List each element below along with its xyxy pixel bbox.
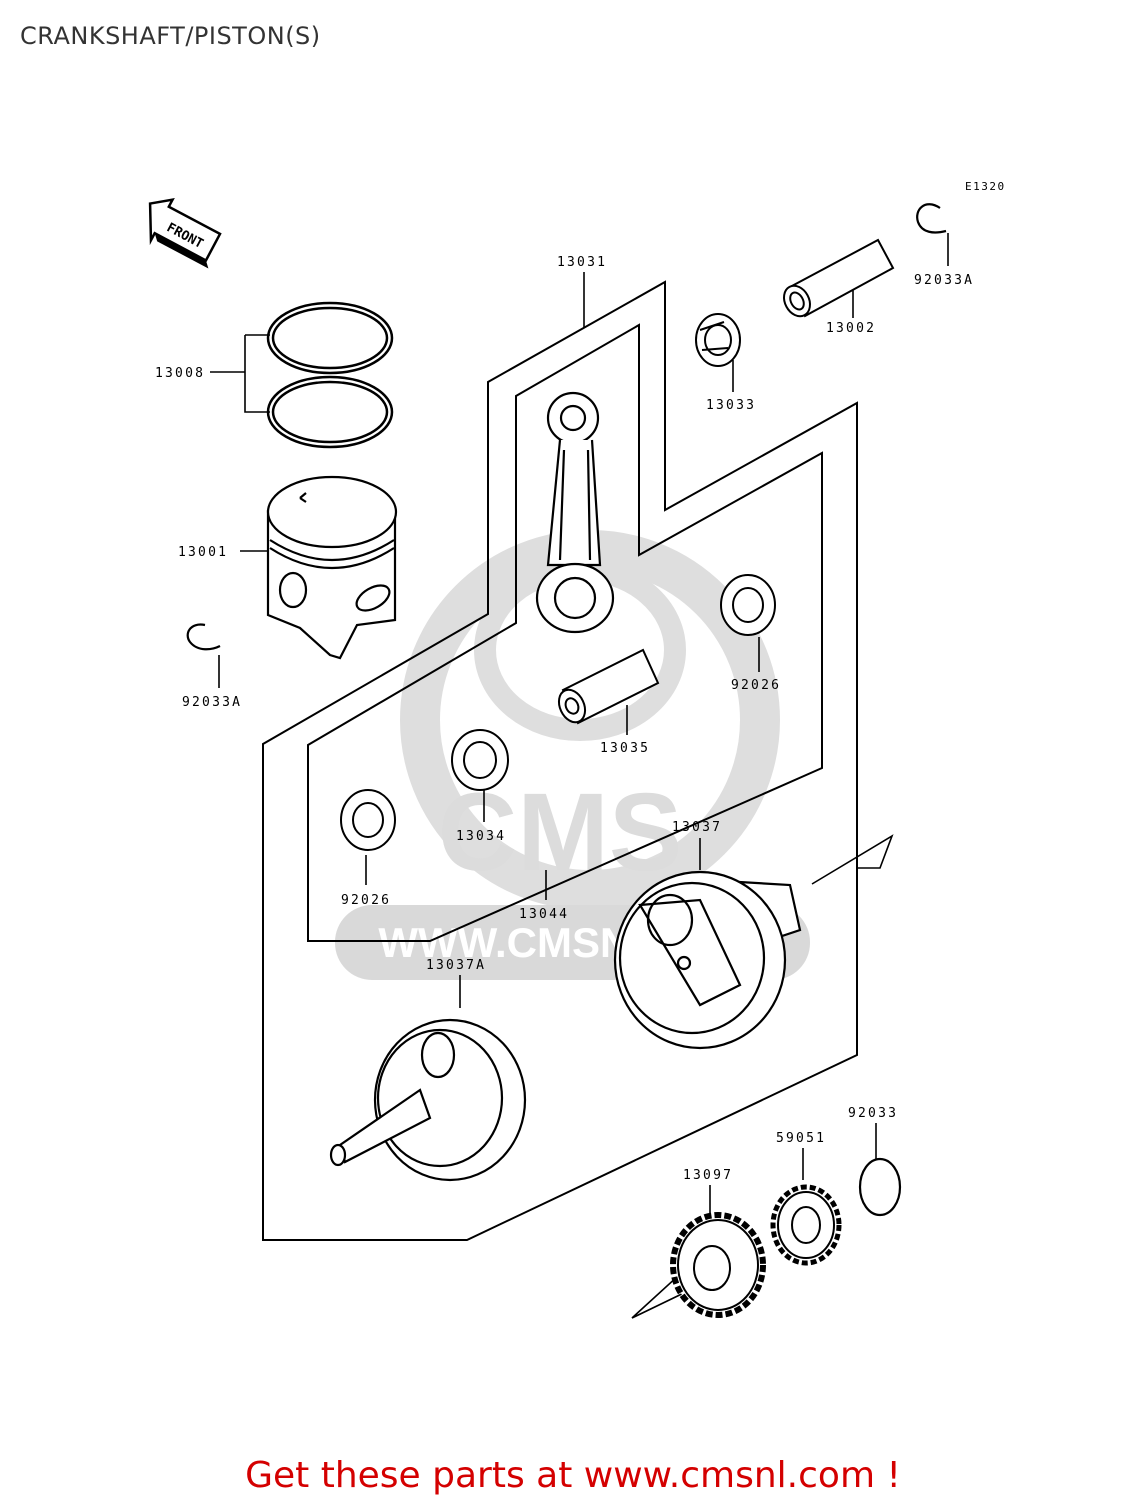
crankshaft-right-icon — [613, 870, 802, 1050]
part-label-92026-right: 92026 — [731, 678, 781, 693]
part-label-92033a-top: 92033A — [914, 273, 974, 288]
part-label-13097: 13097 — [683, 1168, 733, 1183]
crank-pin-icon — [557, 648, 660, 725]
part-label-13002: 13002 — [826, 321, 876, 336]
part-label-13035: 13035 — [600, 741, 650, 756]
part-label-92033: 92033 — [848, 1106, 898, 1121]
connecting-rod-icon — [535, 391, 615, 634]
leader-lines — [210, 233, 949, 1319]
circlip-icon — [186, 623, 221, 651]
piston-pin-icon — [783, 238, 895, 318]
part-label-13044: 13044 — [519, 907, 569, 922]
piston-rings-icon — [266, 301, 394, 449]
front-arrow-icon: FRONT — [148, 197, 222, 269]
page-title: CRANKSHAFT/PISTON(S) — [20, 22, 321, 50]
piston-icon — [266, 475, 398, 660]
part-label-59051: 59051 — [776, 1131, 826, 1146]
part-label-13031: 13031 — [557, 255, 607, 270]
part-label-92033a-left: 92033A — [182, 695, 242, 710]
circlip-icon — [916, 203, 947, 234]
circlip-icon — [858, 1157, 902, 1217]
thrust-washer-icon — [340, 789, 396, 851]
part-label-13037: 13037 — [672, 820, 722, 835]
watermark-logo-text: CMS — [438, 771, 682, 894]
crankshaft-assembly-outline — [262, 280, 858, 1241]
footer-promo-link[interactable]: Get these parts at www.cmsnl.com ! — [245, 1455, 901, 1496]
part-label-13008: 13008 — [155, 366, 205, 381]
balancer-gear-icon — [670, 1212, 766, 1318]
small-end-bearing-icon — [695, 313, 741, 367]
part-label-13034: 13034 — [456, 829, 506, 844]
thrust-washer-icon — [720, 574, 776, 636]
part-label-13037a: 13037A — [426, 958, 486, 973]
crankshaft-left-icon — [329, 1018, 527, 1182]
part-label-13033: 13033 — [706, 398, 756, 413]
part-label-92026-left: 92026 — [341, 893, 391, 908]
part-label-13001: 13001 — [178, 545, 228, 560]
primary-gear-icon — [770, 1184, 842, 1266]
diagram-code: E1320 — [965, 180, 1006, 193]
connecting-rod-kit-outline — [307, 323, 823, 942]
big-end-bearing-icon — [451, 729, 509, 791]
